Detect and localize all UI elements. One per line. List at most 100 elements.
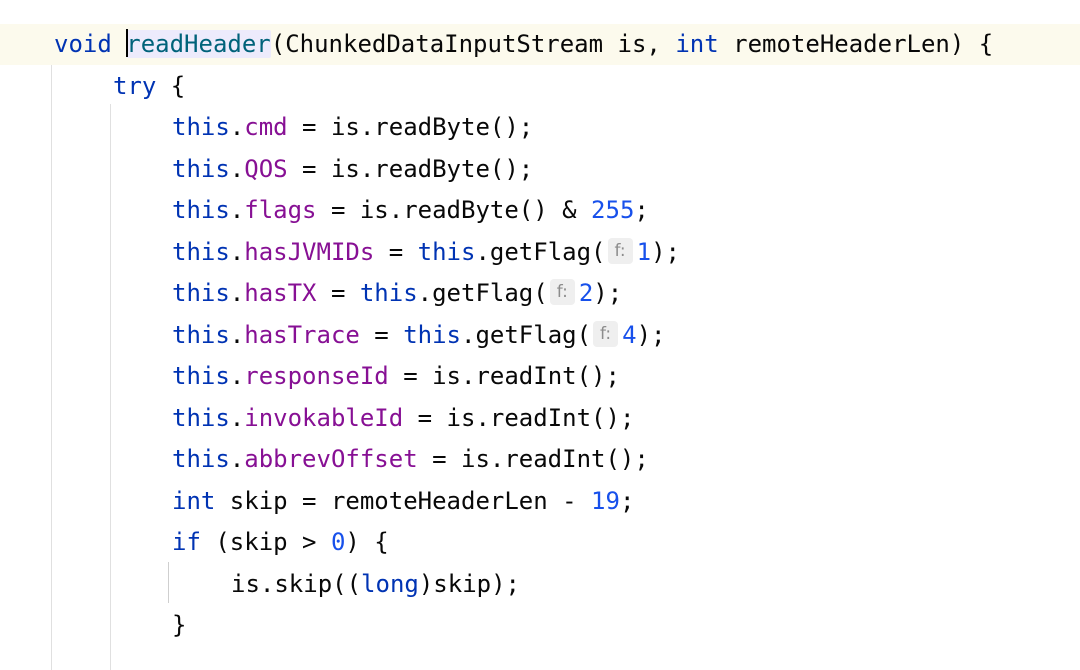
keyword-token: this <box>172 279 230 307</box>
keyword-token: if <box>172 528 201 556</box>
keyword-token: this <box>417 237 476 266</box>
code-line[interactable]: int skip = remoteHeaderLen - 19; <box>0 481 1080 522</box>
plain-token: ) { <box>345 528 389 556</box>
number-token: 4 <box>622 320 637 349</box>
code-line[interactable]: this.cmd = is.readByte(); <box>0 107 1080 148</box>
keyword-token: try <box>113 71 157 100</box>
plain-token: skip = remoteHeaderLen - <box>215 486 592 515</box>
plain-token: = is.readByte(); <box>287 113 534 141</box>
field-token: hasTX <box>244 279 317 307</box>
plain-token: ; <box>619 486 635 515</box>
keyword-token: this <box>172 113 230 141</box>
parameter-name-hint: f: <box>549 279 575 305</box>
keyword-token: this <box>172 362 230 390</box>
keyword-token: this <box>172 445 230 473</box>
field-token: cmd <box>244 113 288 141</box>
number-token: 1 <box>636 237 652 266</box>
keyword-token: this <box>172 196 230 224</box>
plain-token <box>112 30 126 58</box>
plain-token: = <box>316 279 360 307</box>
indent-guide-try <box>110 104 111 670</box>
plain-token: = is.readByte() & <box>316 196 592 224</box>
plain-token: . <box>229 237 245 266</box>
code-line-text: this.cmd = is.readByte(); <box>172 107 533 148</box>
code-line-text: this.flags = is.readByte() & 255; <box>172 190 649 231</box>
code-line[interactable]: is.skip((long)skip); <box>0 564 1080 605</box>
plain-token: . <box>229 196 245 224</box>
code-line-text: this.invokableId = is.readInt(); <box>172 398 634 439</box>
plain-token: = <box>359 320 404 349</box>
keyword-token: this <box>359 279 418 307</box>
code-line[interactable]: this.abbrevOffset = is.readInt(); <box>0 439 1080 480</box>
code-line[interactable]: this.QOS = is.readByte(); <box>0 149 1080 190</box>
code-line-text: this.responseId = is.readInt(); <box>172 356 620 397</box>
code-line-text: } <box>172 605 186 646</box>
code-line[interactable]: this.flags = is.readByte() & 255; <box>0 190 1080 231</box>
parameter-name-hint: f: <box>593 320 619 347</box>
keyword-token: int <box>675 30 719 58</box>
keyword-token: int <box>172 486 216 515</box>
keyword-token: void <box>54 30 112 58</box>
keyword-token: this <box>172 237 230 266</box>
plain-token: . <box>229 320 245 349</box>
number-token: 19 <box>591 486 620 515</box>
code-line-text: this.hasTX = this.getFlag(f:2); <box>172 273 622 314</box>
number-token: 255 <box>591 196 635 224</box>
plain-token: .getFlag( <box>475 237 606 266</box>
field-token: invokableId <box>244 403 404 432</box>
code-line[interactable]: } <box>0 605 1080 646</box>
plain-token: . <box>229 279 245 307</box>
field-token: hasTrace <box>244 320 360 349</box>
code-line[interactable]: if (skip > 0) { <box>0 522 1080 563</box>
code-line-text: void readHeader(ChunkedDataInputStream i… <box>54 24 993 65</box>
plain-token: = is.readInt(); <box>403 403 635 432</box>
code-line[interactable]: this.hasTrace = this.getFlag(f:4); <box>0 315 1080 356</box>
number-token: 2 <box>578 279 594 307</box>
keyword-token: this <box>172 154 230 183</box>
code-line-text: is.skip((long)skip); <box>231 564 520 605</box>
keyword-token: long <box>361 569 419 598</box>
code-line[interactable]: void readHeader(ChunkedDataInputStream i… <box>0 24 1080 65</box>
number-token: 0 <box>330 528 346 556</box>
plain-token: .getFlag( <box>461 320 592 349</box>
plain-token: . <box>229 445 245 473</box>
code-line-text: try { <box>113 66 185 107</box>
method-name-token[interactable]: readHeader <box>126 29 271 58</box>
code-line[interactable]: this.hasJVMIDs = this.getFlag(f:1); <box>0 232 1080 273</box>
plain-token: = is.readByte(); <box>287 154 534 183</box>
plain-token: .getFlag( <box>417 279 548 307</box>
indent-guide-if <box>168 562 169 603</box>
code-line[interactable]: try { <box>0 66 1080 107</box>
plain-token: = <box>374 237 418 266</box>
code-line[interactable]: this.invokableId = is.readInt(); <box>0 398 1080 439</box>
plain-token: . <box>229 362 245 390</box>
parameter-name-hint: f: <box>607 237 633 264</box>
plain-token: . <box>229 403 245 432</box>
plain-token: . <box>229 113 245 141</box>
code-line[interactable]: this.hasTX = this.getFlag(f:2); <box>0 273 1080 314</box>
plain-token: } <box>172 611 187 639</box>
field-token: abbrevOffset <box>244 445 418 473</box>
code-line-text: if (skip > 0) { <box>172 522 389 563</box>
keyword-token: this <box>172 320 230 349</box>
field-token: responseId <box>244 362 389 390</box>
code-line-text: this.hasTrace = this.getFlag(f:4); <box>172 315 666 356</box>
plain-token: (ChunkedDataInputStream is, <box>270 30 676 58</box>
method-name-text: readHeader <box>126 30 271 58</box>
code-line-text: this.hasJVMIDs = this.getFlag(f:1); <box>172 232 680 273</box>
plain-token: )skip); <box>418 569 520 598</box>
plain-token: { <box>156 71 186 100</box>
plain-token: ); <box>636 320 666 349</box>
field-token: flags <box>244 196 317 224</box>
plain-token: . <box>229 154 245 183</box>
indent-guide-method <box>51 62 52 670</box>
keyword-token: this <box>172 403 230 432</box>
code-line-text: this.abbrevOffset = is.readInt(); <box>172 439 649 480</box>
plain-token: ; <box>634 196 649 224</box>
field-token: hasJVMIDs <box>244 237 375 266</box>
plain-token: = is.readInt(); <box>388 362 620 390</box>
text-caret <box>126 29 129 57</box>
plain-token: (skip > <box>200 528 331 556</box>
code-line[interactable]: this.responseId = is.readInt(); <box>0 356 1080 397</box>
